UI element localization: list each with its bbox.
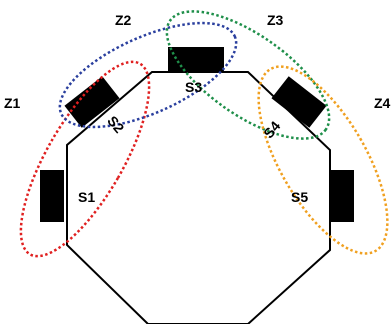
zone-z4-label: Z4 [374,95,391,111]
sensor-s4-block [271,76,327,128]
zone-z2-ellipse [58,21,238,129]
zone-z1-label: Z1 [4,95,21,111]
zone-z3-ellipse [165,10,331,140]
zone-z3-label: Z3 [267,12,284,28]
zone-z4-ellipse [257,65,389,255]
sensor-s2-block [64,76,120,128]
sensor-s5-label: S5 [291,189,308,205]
sensor-s3-block [168,47,224,72]
sensor-s5-block [330,170,354,222]
zone-z2-label: Z2 [115,12,132,28]
zone-z1-ellipse [19,60,151,258]
sensor-s3-label: S3 [185,79,202,95]
sensor-s1-block [40,170,64,222]
sensor-s1-label: S1 [78,189,95,205]
